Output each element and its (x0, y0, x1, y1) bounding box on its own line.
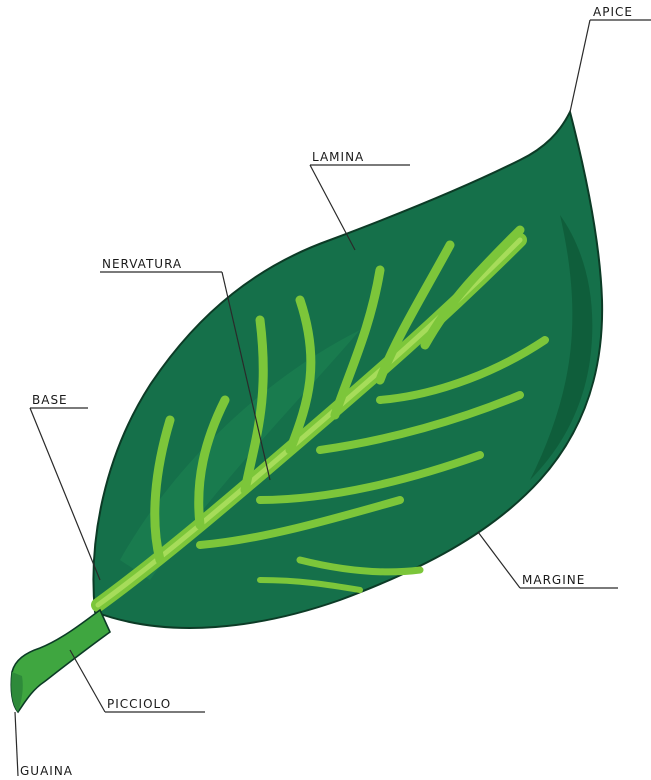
label-picciolo: PICCIOLO (107, 697, 171, 711)
label-apice: APICE (593, 5, 633, 19)
lamina-leader (310, 165, 355, 250)
base-leader (30, 408, 100, 580)
picciolo-leader (70, 650, 105, 712)
label-base: BASE (32, 393, 68, 407)
label-lamina: LAMINA (312, 150, 364, 164)
label-nervatura: NERVATURA (102, 257, 182, 271)
petiole (11, 610, 110, 712)
label-margine: MARGINE (522, 573, 585, 587)
label-guaina: GUAINA (20, 764, 73, 778)
apice-leader (570, 20, 590, 112)
margine-leader (478, 532, 520, 588)
petiole-group (11, 610, 110, 712)
guaina-leader (15, 712, 18, 776)
